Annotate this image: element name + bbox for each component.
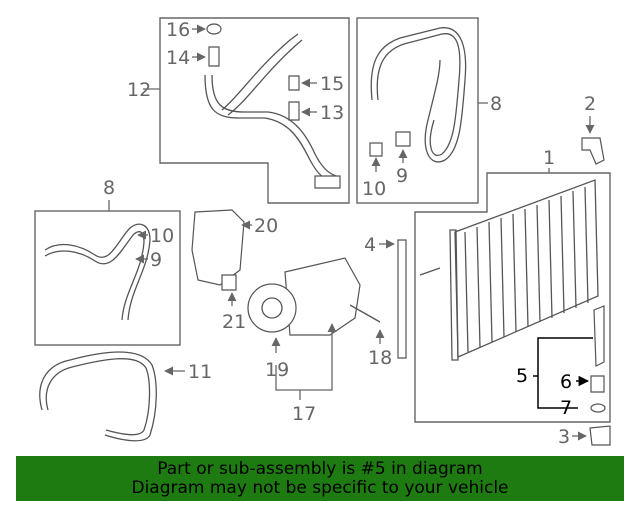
label-17: 17 bbox=[292, 403, 316, 425]
hose-11-part bbox=[39, 351, 157, 442]
bracket-2-group: 2 bbox=[581, 93, 605, 165]
box-8-left-group: 8 10 9 bbox=[34, 177, 181, 346]
box-8-top-frame bbox=[356, 17, 479, 204]
bracket-20-part bbox=[191, 209, 245, 286]
label-4: 4 bbox=[364, 234, 376, 256]
compressor-group: 19 17 18 bbox=[247, 257, 392, 425]
label-8-left: 8 bbox=[103, 177, 115, 199]
bolt-21-part bbox=[221, 274, 237, 291]
label-15: 15 bbox=[320, 73, 344, 95]
seal-4-part bbox=[397, 239, 407, 359]
ac-line-12-part bbox=[204, 33, 337, 183]
label-11: 11 bbox=[188, 361, 212, 383]
desiccant-6-part bbox=[590, 375, 605, 393]
label-7: 7 bbox=[560, 397, 572, 419]
plug-7-part bbox=[590, 403, 606, 413]
condenser-bolt-part bbox=[419, 267, 441, 276]
box-8-top-group: 8 10 9 bbox=[356, 17, 502, 204]
cap-16-part bbox=[206, 23, 222, 35]
notice-line-2: Diagram may not be specific to your vehi… bbox=[131, 478, 509, 498]
label-14: 14 bbox=[166, 47, 190, 69]
leader-17 bbox=[275, 323, 337, 391]
bracket-3-group: 3 bbox=[558, 425, 611, 448]
bolt-18-part bbox=[349, 304, 381, 323]
label-16: 16 bbox=[166, 19, 190, 41]
box-1-frame bbox=[414, 172, 611, 423]
label-18: 18 bbox=[368, 347, 392, 369]
label-3: 3 bbox=[558, 426, 570, 448]
label-10-left: 10 bbox=[150, 225, 174, 247]
bracket-20-group: 20 21 bbox=[191, 209, 278, 333]
label-1: 1 bbox=[543, 147, 555, 169]
line-12-bracket-part bbox=[314, 175, 341, 189]
notice-banner: Part or sub-assembly is #5 in diagram Di… bbox=[16, 456, 624, 501]
box-12-group: 12 16 14 15 13 bbox=[127, 17, 350, 204]
label-21: 21 bbox=[222, 311, 246, 333]
label-6: 6 bbox=[560, 371, 572, 393]
box-8-left-frame bbox=[34, 210, 181, 346]
condenser-fins-part bbox=[464, 186, 589, 353]
valve-14-part bbox=[208, 46, 220, 67]
bracket-3-part bbox=[589, 425, 611, 446]
valve-9-top-part bbox=[395, 131, 411, 147]
box-12-frame bbox=[159, 17, 350, 204]
condenser-tank-part bbox=[449, 229, 459, 361]
ac-hose-8-top-part bbox=[370, 27, 467, 163]
label-19: 19 bbox=[265, 359, 289, 381]
label-12: 12 bbox=[127, 79, 151, 101]
clutch-19-part bbox=[247, 283, 297, 333]
label-2: 2 bbox=[584, 93, 596, 115]
compressor-17-part bbox=[284, 257, 361, 336]
hose-11-group: 11 bbox=[39, 351, 212, 442]
label-10-top: 10 bbox=[362, 178, 386, 200]
label-8-top: 8 bbox=[490, 93, 502, 115]
seal-4-group: 4 bbox=[364, 234, 407, 359]
ac-hose-8-left-part bbox=[44, 223, 151, 321]
cap-15-part bbox=[288, 75, 300, 91]
notice-line-1: Part or sub-assembly is #5 in diagram bbox=[157, 459, 483, 479]
label-13: 13 bbox=[320, 102, 344, 124]
clutch-hub-part bbox=[261, 297, 283, 319]
label-20: 20 bbox=[254, 215, 278, 237]
box-1-group: 1 bbox=[414, 147, 611, 423]
valve-10-top-part bbox=[369, 142, 383, 157]
drier-5-part bbox=[593, 305, 605, 367]
leader-5 bbox=[533, 337, 593, 409]
valve-13-part bbox=[288, 101, 300, 121]
label-9-top: 9 bbox=[396, 165, 408, 187]
drier-5-group: 5 6 7 bbox=[516, 305, 606, 419]
bracket-2-part bbox=[581, 137, 605, 165]
label-9-left: 9 bbox=[150, 249, 162, 271]
label-5: 5 bbox=[516, 365, 528, 387]
